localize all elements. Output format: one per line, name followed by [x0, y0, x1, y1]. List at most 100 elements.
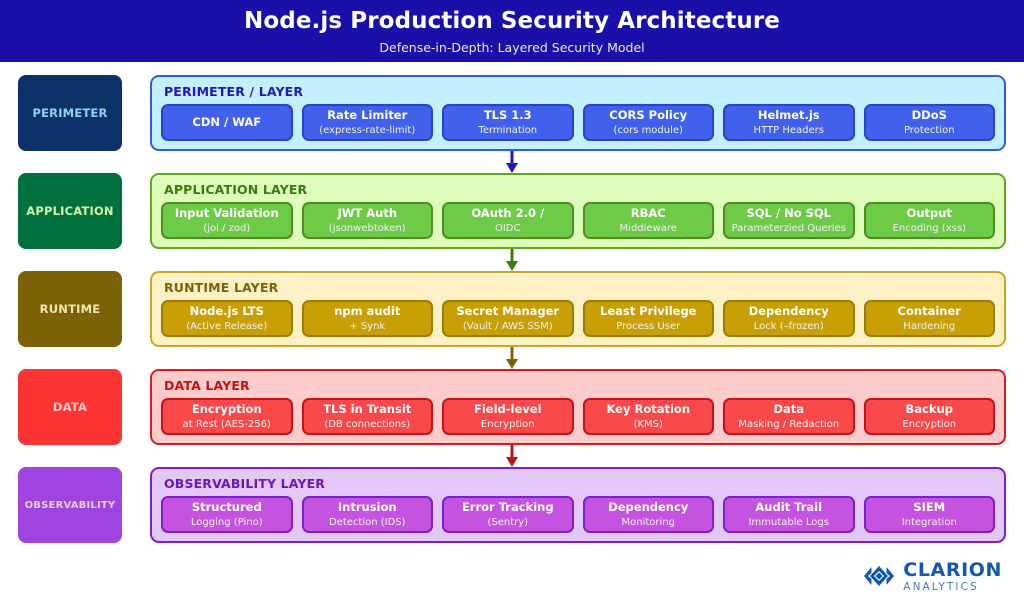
layer-row-observability: OBSERVABILITY OBSERVABILITY LAYER Structur…	[18, 467, 1006, 543]
control-card-subtitle: Immutable Logs	[748, 516, 829, 528]
control-card-subtitle: (jsonwebtoken)	[328, 222, 406, 234]
control-card[interactable]: OAuth 2.0 / OIDC	[442, 202, 574, 239]
control-card-subtitle: (joi / zod)	[203, 222, 251, 234]
control-card[interactable]: Key Rotation(KMS)	[582, 398, 714, 435]
layer-connector-runtime	[18, 347, 1006, 369]
logo-sub-text: ANALYTICS	[903, 580, 979, 593]
control-card-subtitle: at Rest (AES-256)	[182, 418, 271, 430]
control-card[interactable]: npm audit+ Synk	[301, 300, 433, 337]
control-card[interactable]: Encryption at Rest (AES-256)	[161, 398, 293, 435]
control-card-title: Output	[906, 205, 952, 220]
layer-panel-runtime: RUNTIME LAYER Node.js LTS(Active Release)…	[150, 271, 1006, 347]
layer-panel-data: DATA LAYER Encryption at Rest (AES-256) TLS…	[150, 369, 1006, 445]
cards-application: Input Validation(joi / zod)JWT Auth(json…	[161, 202, 995, 239]
control-card-title: Helmet.js	[757, 107, 820, 122]
control-card-subtitle: OIDC	[494, 222, 521, 234]
control-card-subtitle: Masking / Redaction	[738, 418, 840, 430]
control-card-subtitle: (Sentry)	[487, 516, 529, 528]
control-card-title: TLS 1.3	[483, 107, 532, 122]
control-card-title: Field-level	[473, 401, 542, 416]
control-card[interactable]: Input Validation(joi / zod)	[161, 202, 293, 239]
layer-title-data: DATA LAYER	[164, 378, 250, 393]
control-card-subtitle: Detection (IDS)	[328, 516, 406, 528]
control-card-subtitle: Encoding (xss)	[892, 222, 966, 234]
control-card[interactable]: CORS Policy (cors module)	[582, 104, 714, 141]
control-card-subtitle: (express-rate-limit)	[319, 124, 416, 136]
control-card-subtitle: Termination	[478, 124, 538, 136]
control-card-subtitle: Protection	[903, 124, 955, 136]
control-card-subtitle: Hardening	[903, 320, 956, 332]
control-card-title: Error Tracking	[461, 499, 554, 514]
control-card-title: Dependency	[748, 303, 829, 318]
control-card-subtitle: HTTP Headers	[753, 124, 824, 136]
layer-chip-perimeter[interactable]: PERIMETER	[18, 75, 122, 151]
logo-main-text: CLARION	[903, 558, 1002, 581]
control-card-title: Encryption	[191, 401, 262, 416]
layer-chip-observability[interactable]: OBSERVABILITY	[18, 467, 122, 543]
arrow-down-icon	[506, 347, 518, 369]
control-card-title: Rate Limiter	[327, 107, 408, 122]
control-card[interactable]: DDoS Protection	[863, 104, 995, 141]
control-card-title: OAuth 2.0 /	[471, 205, 545, 220]
control-card-subtitle: Logging (Pino)	[190, 516, 263, 528]
control-card[interactable]: Rate Limiter (express-rate-limit)	[301, 104, 433, 141]
control-card-subtitle: (Vault / AWS SSM)	[462, 320, 553, 332]
layer-chip-runtime[interactable]: RUNTIME	[18, 271, 122, 347]
control-card[interactable]: Secret Manager (Vault / AWS SSM)	[442, 300, 574, 337]
control-card-subtitle: Monitoring	[621, 516, 675, 528]
control-card-title: Secret Manager	[456, 303, 560, 318]
control-card-title: npm audit	[334, 303, 401, 318]
layer-title-perimeter: PERIMETER / LAYER	[164, 84, 304, 99]
control-card-subtitle: (DB connections)	[324, 418, 411, 430]
layer-chip-data[interactable]: DATA	[18, 369, 122, 445]
layer-row-data: DATA DATA LAYER Encryption at Rest (AES-256…	[18, 369, 1006, 467]
control-card-subtitle: (KMS)	[633, 418, 663, 430]
layer-chip-application[interactable]: APPLICATION	[18, 173, 122, 249]
layer-title-runtime: RUNTIME LAYER	[164, 280, 279, 295]
control-card-subtitle: (cors module)	[613, 124, 683, 136]
page-header: Node.js Production Security Architecture…	[0, 0, 1024, 62]
layers-container: PERIMETER PERIMETER / LAYER CDN / WAF Rate …	[0, 62, 1024, 543]
layer-row-runtime: RUNTIME RUNTIME LAYER Node.js LTS(Active R…	[18, 271, 1006, 369]
layer-title-observability: OBSERVABILITY LAYER	[164, 476, 326, 491]
control-card[interactable]: JWT Auth(jsonwebtoken)	[301, 202, 433, 239]
cards-runtime: Node.js LTS(Active Release)npm audit+ Sy…	[161, 300, 995, 337]
arrow-down-icon	[506, 445, 518, 467]
layer-panel-perimeter: PERIMETER / LAYER CDN / WAF Rate Limiter (e…	[150, 75, 1006, 151]
control-card-title: CDN / WAF	[192, 114, 262, 129]
layer-connector-perimeter	[18, 151, 1006, 173]
control-card-title: RBAC	[630, 205, 666, 220]
page-subtitle: Defense-in-Depth: Layered Security Model	[379, 39, 645, 55]
arrow-down-icon	[506, 151, 518, 173]
layer-connector-data	[18, 445, 1006, 467]
layer-row-perimeter: PERIMETER PERIMETER / LAYER CDN / WAF Rate …	[18, 75, 1006, 173]
control-card-title: DDoS	[911, 107, 947, 122]
control-card-subtitle: Lock (–frozen)	[753, 320, 824, 332]
control-card[interactable]: TLS in Transit(DB connections)	[301, 398, 433, 435]
control-card-title: Audit Trail	[755, 499, 823, 514]
control-card[interactable]: CDN / WAF	[161, 104, 293, 141]
control-card-title: CORS Policy	[609, 107, 688, 122]
control-card-title: Node.js LTS	[189, 303, 264, 318]
control-card-subtitle: Encryption	[902, 418, 957, 430]
control-card[interactable]: Node.js LTS(Active Release)	[161, 300, 293, 337]
control-card[interactable]: Error Tracking (Sentry)	[442, 496, 574, 533]
control-card-title: Intrusion	[337, 499, 397, 514]
